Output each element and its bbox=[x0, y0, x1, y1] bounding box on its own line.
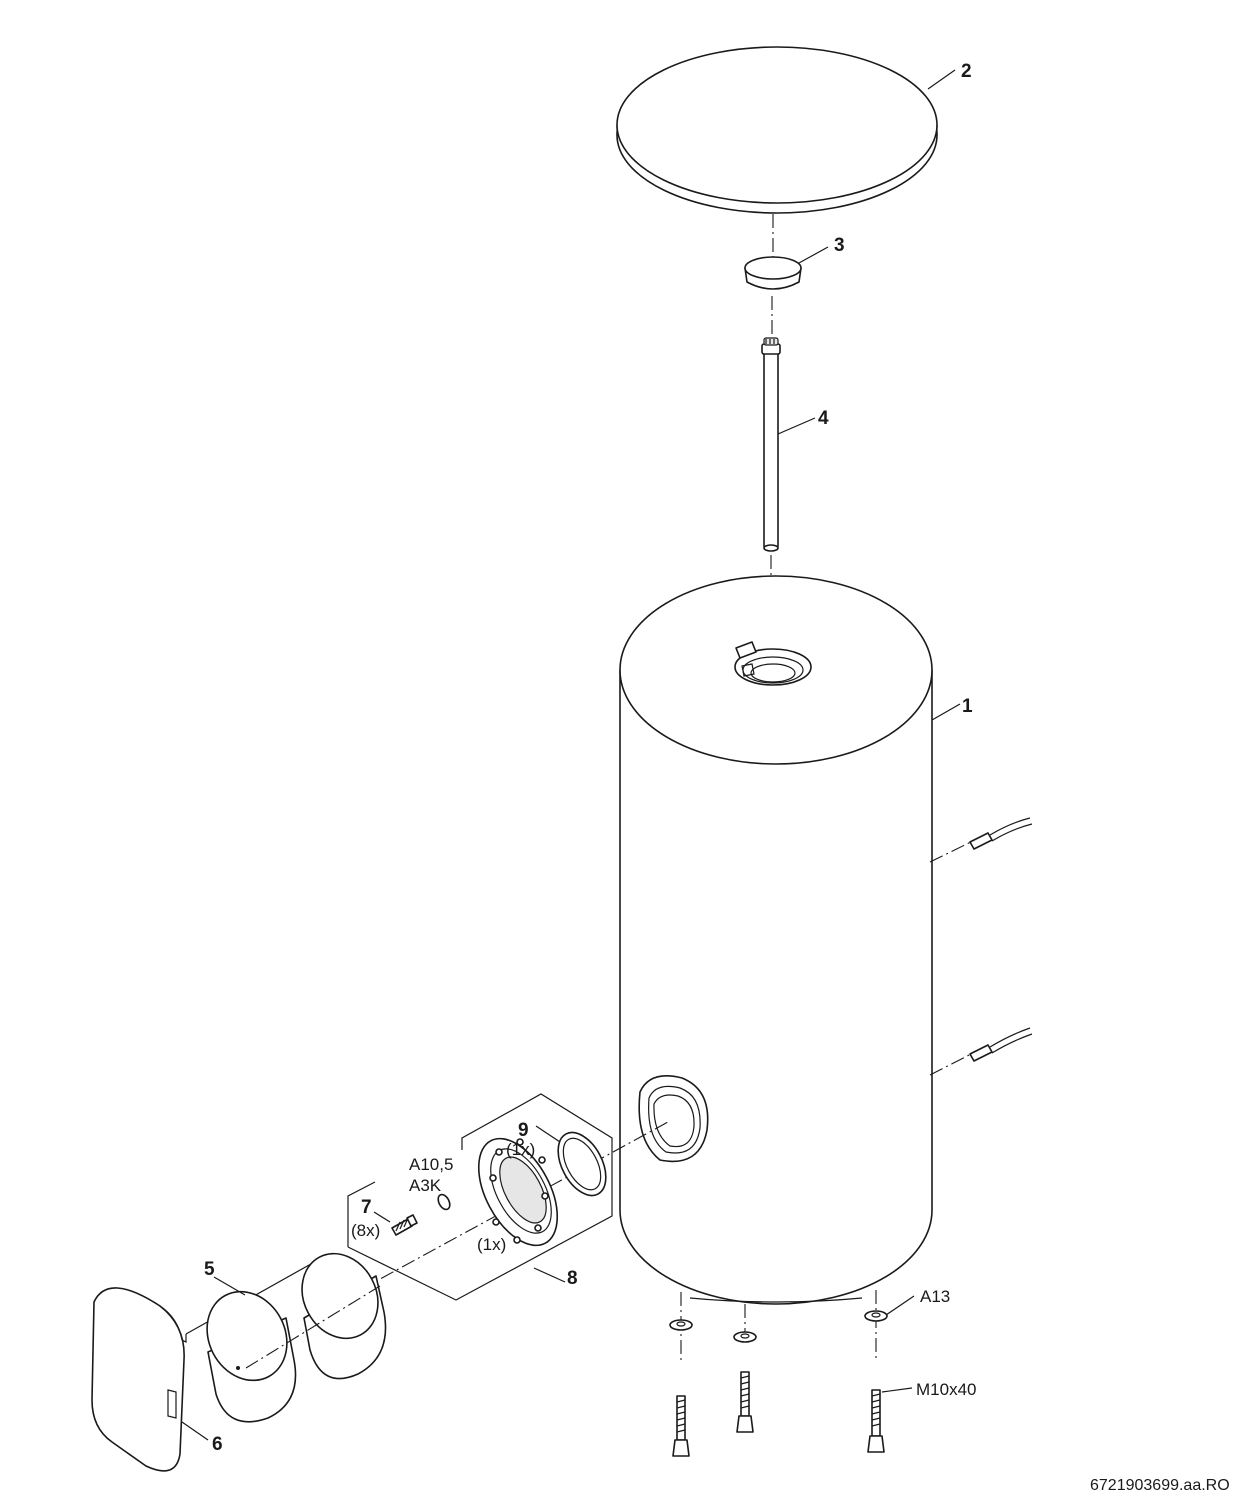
bolt-part bbox=[391, 1214, 418, 1236]
label-anode: 4 bbox=[818, 408, 829, 429]
document-code: 6721903699.aa.RO bbox=[1090, 1477, 1230, 1494]
label-cap: 3 bbox=[834, 235, 845, 256]
label-insulation: 5 bbox=[204, 1259, 215, 1280]
sensor-cable-lower bbox=[929, 1027, 1033, 1076]
cover-part bbox=[91, 1287, 185, 1472]
small-washer-part bbox=[437, 1193, 451, 1211]
washer-code-1: A10,5 bbox=[409, 1155, 453, 1174]
axis-insulation bbox=[245, 1285, 381, 1369]
foot-washer-code: A13 bbox=[920, 1287, 950, 1306]
flange-plate-part bbox=[477, 1137, 559, 1247]
tank-part bbox=[619, 575, 1033, 1305]
lid-part bbox=[616, 46, 938, 214]
foot-middle bbox=[733, 1304, 757, 1433]
bolt-quantity: (8x) bbox=[351, 1221, 380, 1240]
leader-lines bbox=[181, 69, 961, 1441]
sensor-cable-upper bbox=[929, 817, 1033, 863]
anode-part bbox=[761, 337, 781, 552]
foot-right bbox=[864, 1290, 888, 1453]
flange-kit-bracket bbox=[347, 1093, 613, 1301]
washer-code-2: A3K bbox=[409, 1176, 442, 1195]
label-cover: 6 bbox=[212, 1434, 223, 1455]
label-flange-kit: 8 bbox=[567, 1268, 578, 1289]
label-tank: 1 bbox=[962, 696, 973, 717]
label-lid: 2 bbox=[961, 61, 972, 82]
gasket-part bbox=[557, 1131, 607, 1197]
cap-part bbox=[744, 256, 802, 290]
tank-top-opening bbox=[734, 641, 812, 686]
flange-quantity: (1x) bbox=[477, 1235, 506, 1254]
gasket-quantity: (1x) bbox=[506, 1140, 535, 1159]
tank-side-opening bbox=[638, 1075, 709, 1163]
foot-bolt-code: M10x40 bbox=[916, 1380, 976, 1399]
label-bolt: 7 bbox=[361, 1197, 372, 1218]
insulation-front-part bbox=[206, 1290, 297, 1423]
insulation-rear-part bbox=[301, 1252, 387, 1380]
label-gasket: 9 bbox=[518, 1120, 529, 1141]
foot-left bbox=[669, 1292, 693, 1457]
